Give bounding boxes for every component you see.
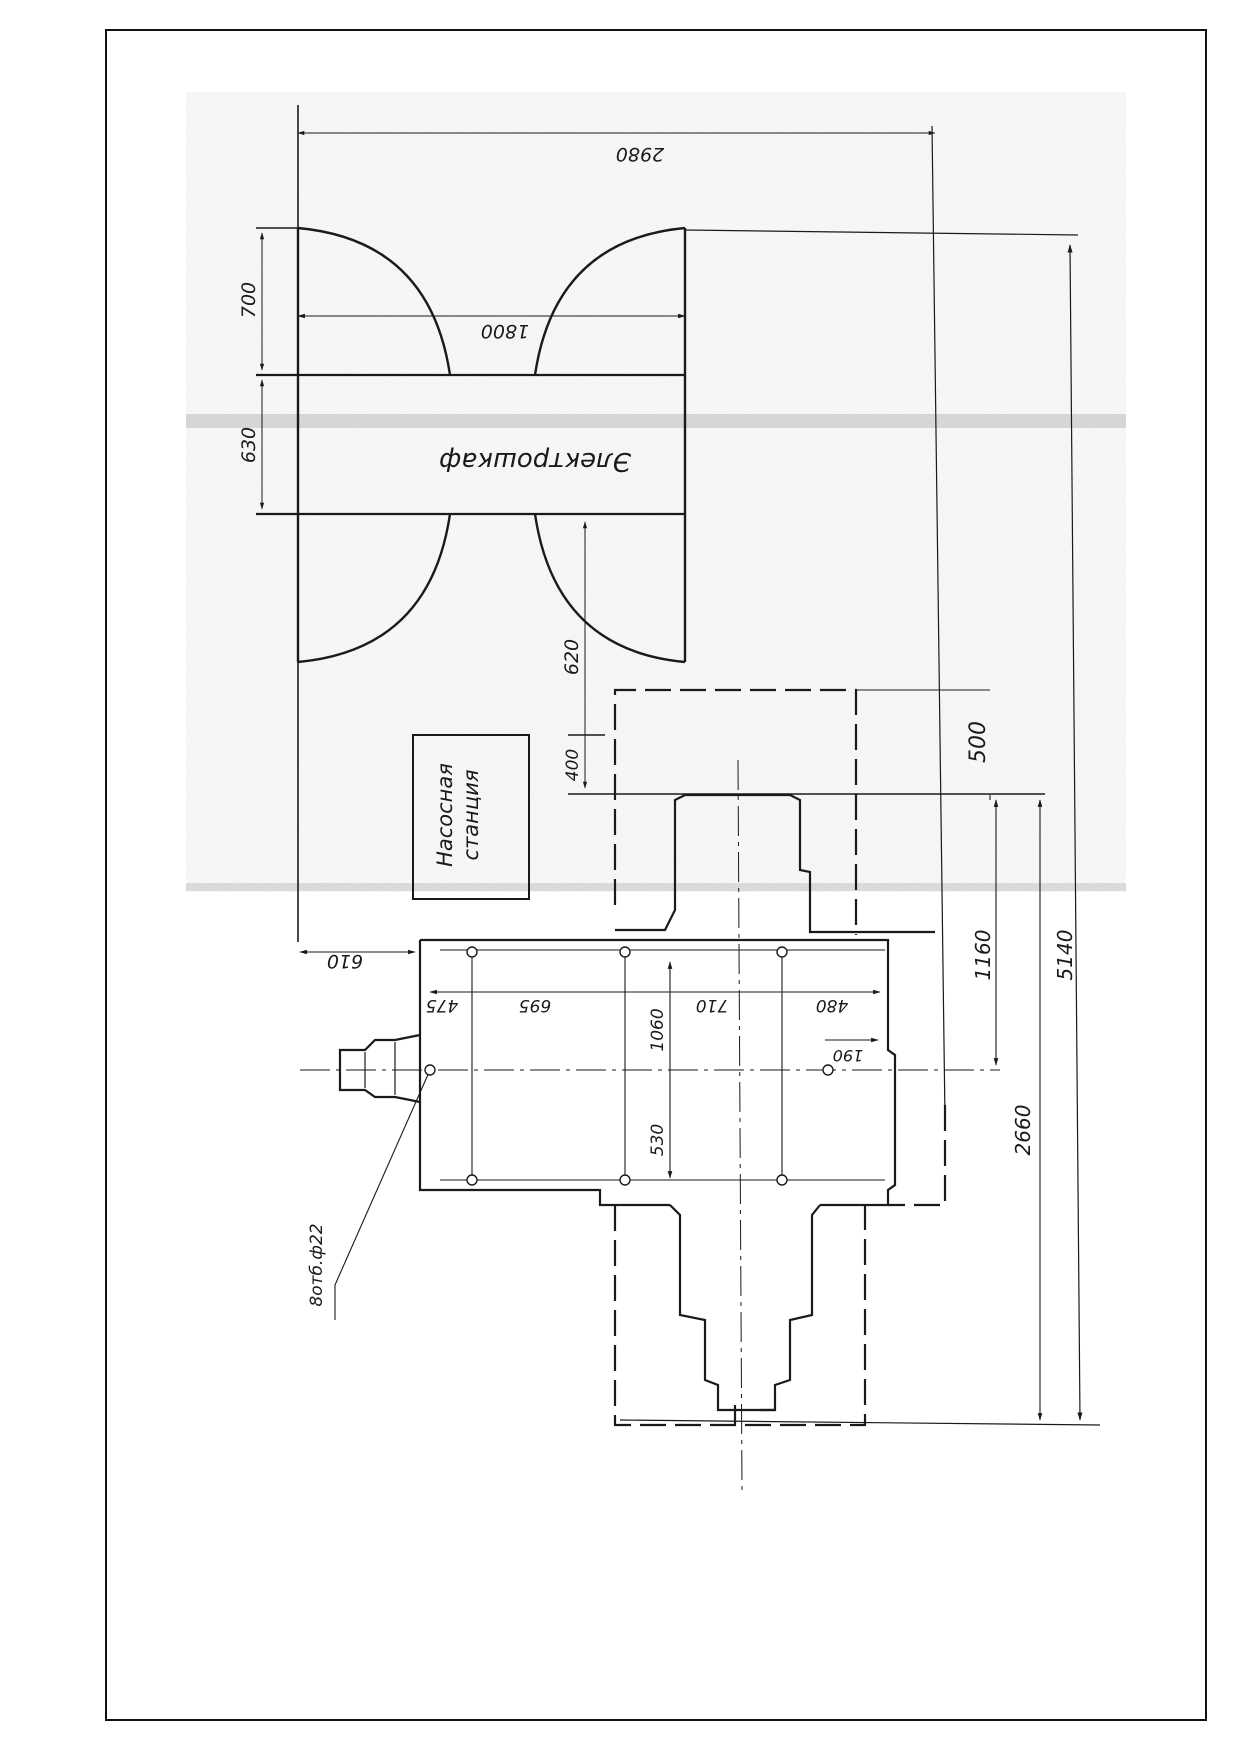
dim-machine-length: 2660 <box>1011 1105 1035 1156</box>
bolt-hole <box>822 1064 834 1076</box>
holes-note: 8отб.ф22 <box>307 1223 327 1306</box>
dim-overall-width: 2980 <box>616 143 664 165</box>
door-swing-top-right <box>533 226 686 376</box>
dim-bolt-row-spacing: 1060 <box>648 1008 668 1051</box>
dim-slide-offset: 1160 <box>971 930 995 981</box>
bolt-hole <box>466 1174 478 1186</box>
dim-door-span: 1800 <box>481 320 529 342</box>
dim-axis-offset: 190 <box>833 1046 864 1065</box>
pump-station-label-1: Насосная <box>433 763 457 867</box>
fold-shadow-2 <box>186 883 1126 891</box>
bolt-hole <box>776 1174 788 1186</box>
dim-bolt-spacing-2: 710 <box>696 995 728 1015</box>
dim-left-clearance: 610 <box>327 950 363 972</box>
door-swing-top-left <box>297 226 452 376</box>
dim-cabinet-to-table: 620 <box>561 639 583 675</box>
axis-vertical <box>737 759 743 1491</box>
dim-cabinet-depth: 630 <box>238 427 260 463</box>
bolt-hole <box>776 946 788 958</box>
drawing-lines <box>256 105 1101 1491</box>
bolt-hole <box>619 946 631 958</box>
dim-line-overall-length <box>1067 244 1083 1421</box>
bolt-grid-lines <box>299 795 1101 1426</box>
dim-overall-length: 5140 <box>1053 930 1077 981</box>
pump-station-label-2: станция <box>459 770 483 861</box>
dim-table-overhang: 500 <box>966 721 991 763</box>
paper-texture <box>186 92 1126 892</box>
dim-bolt-edge: 475 <box>426 995 458 1015</box>
dim-bolt-spacing-1: 695 <box>519 995 551 1015</box>
door-swing-bottom-right <box>533 513 686 664</box>
door-swing-bottom-left <box>297 513 452 664</box>
dim-table-offset: 400 <box>563 749 583 781</box>
bolt-hole <box>424 1064 436 1076</box>
dim-door-swing-depth: 700 <box>238 282 260 318</box>
fold-shadow-1 <box>186 414 1126 428</box>
dim-bolt-row-half: 530 <box>648 1124 668 1156</box>
pump-station-box <box>412 734 530 900</box>
dim-bolt-spacing-3: 480 <box>816 995 848 1015</box>
bolt-hole <box>619 1174 631 1186</box>
machine-outline <box>338 688 990 1427</box>
cabinet-label: Электрошкаф <box>439 446 632 476</box>
bolt-hole <box>466 946 478 958</box>
